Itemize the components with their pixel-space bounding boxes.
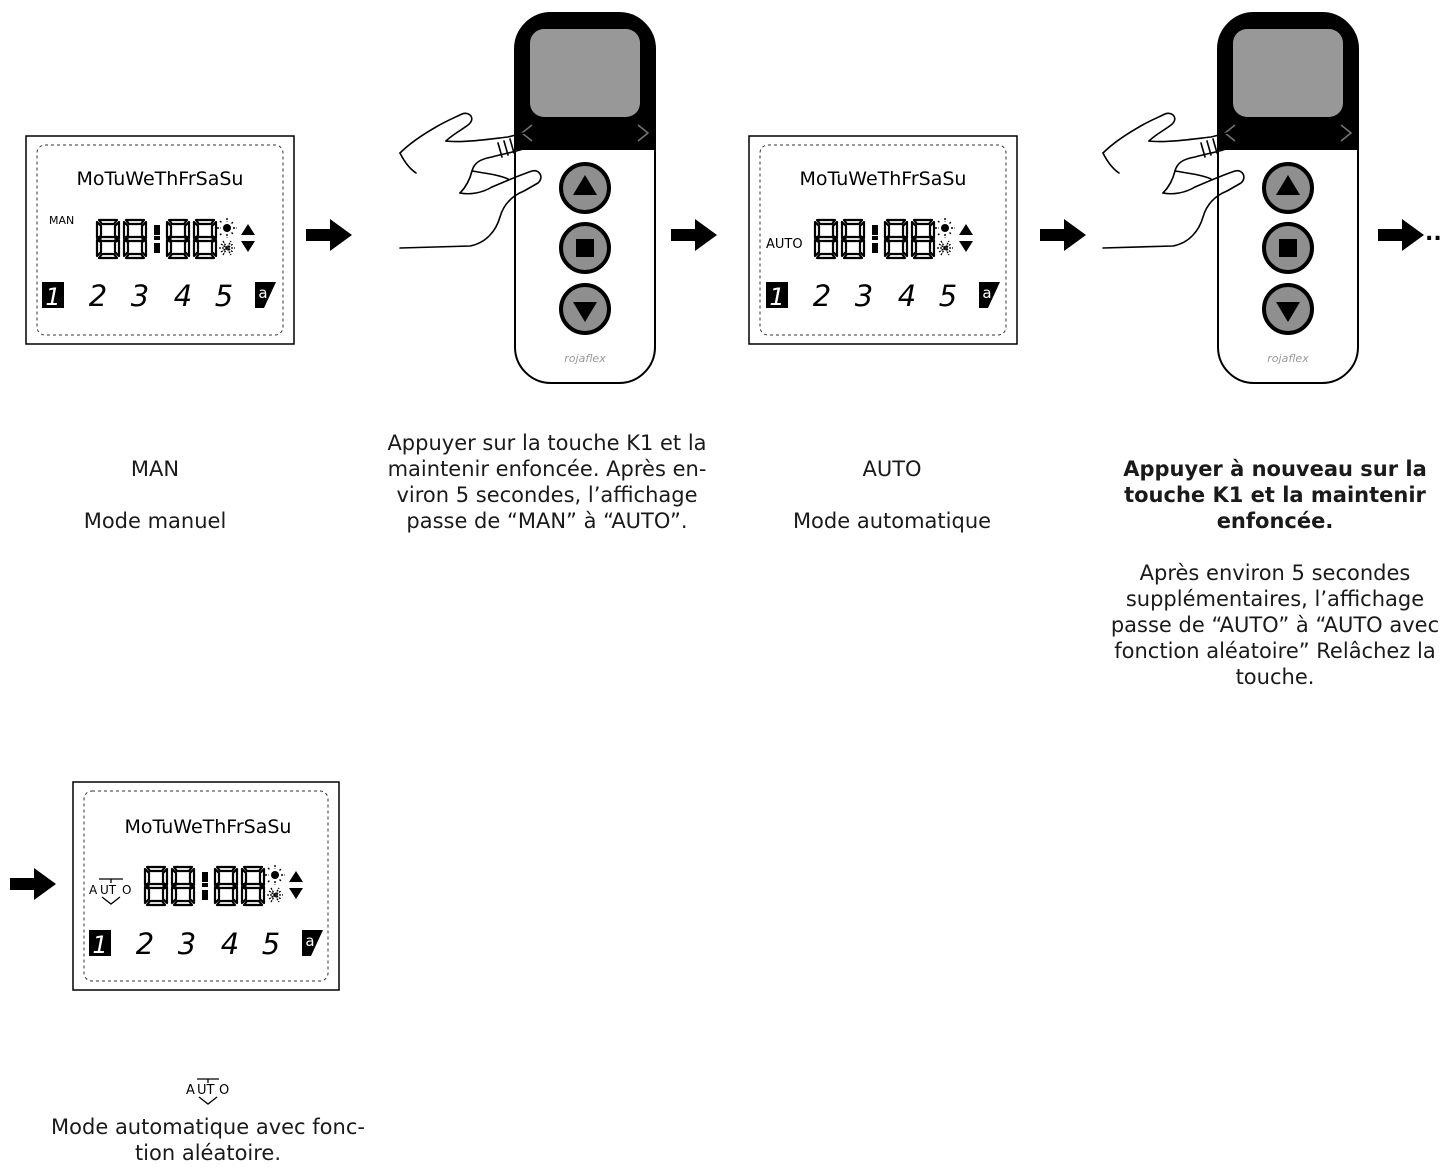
arrow-right-icon: [1378, 219, 1424, 251]
mode-label-auto: AUTO: [766, 237, 803, 252]
days-label: MoTuWeThFrSaSu: [800, 168, 967, 190]
remote-brand: rojaflex: [1267, 352, 1309, 365]
arrow-right-icon: [671, 219, 717, 251]
days-label: MoTuWeThFrSaSu: [77, 168, 244, 190]
program-1: 1: [92, 931, 107, 959]
caption-auto-title: AUTO: [862, 457, 922, 481]
program-1: 1: [769, 283, 784, 311]
program-2: 2: [136, 927, 154, 961]
caption-press-k1-again-bold: Appuyer à nouveau sur la touche K1 et la…: [1123, 457, 1427, 533]
program-row: 1 2 3 4 5 a: [42, 279, 276, 313]
program-5: 5: [939, 279, 957, 313]
caption-press-k1-again-text: Après environ 5 secondes supplémentaires…: [1110, 561, 1440, 689]
remote-control-1: rojaflex: [513, 11, 657, 385]
program-1-highlight: [42, 282, 64, 308]
svg-text:A: A: [186, 1083, 195, 1098]
program-4: 4: [898, 279, 916, 313]
mode-label-auto-random: A UT O: [89, 878, 131, 905]
svg-text:UT: UT: [100, 883, 117, 897]
days-label: MoTuWeThFrSaSu: [125, 816, 292, 838]
caption-man-text: Mode manuel: [83, 509, 227, 533]
program-5: 5: [262, 927, 280, 961]
program-a: a: [982, 284, 991, 302]
program-a-highlight: [255, 282, 276, 308]
program-3: 3: [178, 927, 196, 961]
caption-auto-random: Mode automatique avec fonc- tion aléatoi…: [51, 1115, 365, 1165]
lcd-display-auto: MoTuWeThFrSaSu AUTO 1 2 3 4 5 a: [748, 135, 1018, 345]
program-row: 1 2 3 4 5 a: [89, 927, 323, 961]
program-row: 1 2 3 4 5 a: [766, 279, 1000, 313]
lcd-display-auto-random: MoTuWeThFrSaSu A UT O 1 2 3 4 5 a: [72, 781, 340, 991]
caption-man-title: MAN: [130, 457, 180, 481]
program-2: 2: [89, 279, 107, 313]
arrow-right-icon: [306, 219, 352, 251]
lcd-display-man: MoTuWeThFrSaSu MAN 1 2 3 4 5 a: [25, 135, 295, 345]
auto-random-symbol: A UT O: [186, 1078, 229, 1105]
continue-marker: ..: [1425, 221, 1442, 246]
svg-text:UT: UT: [197, 1083, 215, 1098]
remote-control-2: rojaflex: [1216, 11, 1360, 385]
program-1: 1: [45, 283, 60, 311]
program-3: 3: [131, 279, 149, 313]
caption-man: MAN Mode manuel: [30, 430, 280, 560]
svg-text:A: A: [89, 883, 98, 897]
program-a: a: [305, 932, 314, 950]
caption-auto: AUTO Mode automatique: [762, 430, 1022, 560]
program-4: 4: [174, 279, 192, 313]
program-a: a: [258, 284, 267, 302]
remote-brand: rojaflex: [564, 352, 606, 365]
mode-label-man: MAN: [49, 214, 74, 227]
program-4: 4: [221, 927, 239, 961]
program-5: 5: [215, 279, 233, 313]
program-2: 2: [813, 279, 831, 313]
arrow-right-icon: [10, 868, 56, 900]
arrow-right-icon: [1040, 219, 1086, 251]
svg-text:O: O: [122, 883, 131, 897]
caption-press-k1: Appuyer sur la touche K1 et la maintenir…: [387, 431, 707, 533]
caption-auto-text: Mode automatique: [792, 509, 992, 533]
svg-text:O: O: [219, 1083, 229, 1098]
caption-press-k1-again: Appuyer à nouveau sur la touche K1 et la…: [1103, 430, 1447, 716]
program-3: 3: [855, 279, 873, 313]
